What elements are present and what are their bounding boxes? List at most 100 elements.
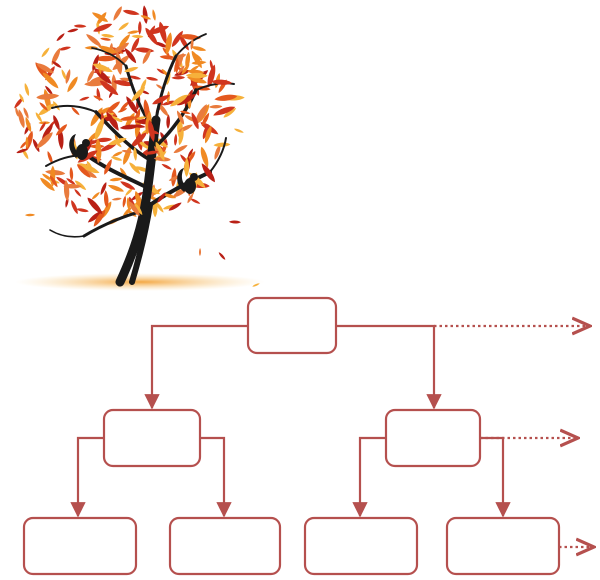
leaf-shape	[91, 191, 100, 200]
leaf-shape	[118, 22, 129, 31]
leaf-shape	[58, 46, 71, 51]
leaf-shape	[177, 65, 185, 75]
leaf-shape	[126, 96, 138, 114]
leaf-shape	[208, 105, 223, 109]
node-mid-left[interactable]	[102, 408, 202, 468]
leaf-shape	[234, 128, 244, 133]
leaf-shape	[213, 106, 236, 116]
leaf-shape	[96, 12, 107, 26]
leaf-shape	[107, 137, 127, 146]
leaf-shape	[32, 138, 40, 153]
leaf-shape	[158, 103, 169, 117]
leaf-shape	[145, 27, 158, 46]
leaf-shape	[168, 202, 182, 211]
leaf-shape	[178, 128, 184, 146]
leaf-shape	[119, 116, 136, 121]
leaf-shape	[113, 117, 118, 128]
leaf-shape	[148, 119, 155, 142]
leaf-shape	[42, 173, 53, 181]
leaf-shape	[119, 101, 130, 111]
leaf-shape	[95, 138, 102, 163]
leaf-shape	[94, 117, 104, 140]
leaf-shape	[174, 133, 178, 146]
leaf-shape	[77, 163, 100, 174]
node-leaf-1[interactable]	[22, 516, 138, 576]
leaf-shape	[200, 146, 209, 168]
leaf-shape	[175, 57, 179, 74]
leaf-shape	[86, 34, 102, 47]
leaf-shape	[171, 30, 183, 48]
node-leaf-2[interactable]	[168, 516, 282, 576]
leaf-shape	[93, 209, 106, 227]
leaf-shape	[252, 283, 260, 287]
leaf-shape	[191, 46, 207, 51]
leaf-shape	[87, 69, 95, 83]
connector-root-to-mid-left	[144, 324, 248, 410]
leaf-shape	[214, 94, 238, 101]
leaf-shape	[186, 76, 207, 84]
leaf-shape	[67, 76, 78, 93]
leaf-shape	[152, 9, 156, 21]
leaf-shape	[112, 151, 123, 157]
leaf-shape	[152, 95, 170, 105]
leaf-shape	[39, 102, 48, 111]
leaf-shape	[162, 193, 177, 199]
leaf-shape	[16, 148, 28, 154]
leaf-shape	[77, 164, 91, 178]
leaf-shape	[144, 150, 159, 155]
leaf-shape	[134, 47, 155, 53]
leaf-shape	[15, 106, 19, 117]
leaf-shape	[36, 93, 60, 100]
node-leaf-3[interactable]	[303, 516, 419, 576]
leaf-shape	[105, 101, 120, 114]
leaf-shape	[195, 104, 207, 125]
leaf-shape	[161, 100, 176, 106]
leaf-shape	[25, 136, 29, 149]
leaf-shape	[94, 55, 118, 62]
leaf-shape	[173, 145, 188, 153]
connector-mid-right-to-leaf-4	[480, 436, 511, 518]
leaf-shape	[65, 68, 71, 84]
leaf-shape	[117, 108, 128, 113]
leaf-shape	[166, 114, 170, 129]
leaf-shape	[201, 163, 215, 183]
leaf-shape	[159, 21, 167, 44]
leaf-shape	[36, 63, 54, 74]
connector-mid-left-to-leaf-1	[70, 436, 104, 518]
leaf-shape	[98, 45, 118, 54]
tree-trunk	[45, 33, 235, 287]
leaf-shape	[74, 180, 87, 191]
leaf-shape	[127, 30, 139, 34]
leaf-shape	[191, 112, 199, 130]
hierarchy-diagram	[22, 296, 594, 576]
leaf-shape	[187, 193, 194, 204]
leaf-shape	[140, 15, 152, 20]
leaf-shape	[108, 185, 124, 192]
leaf-shape	[157, 192, 166, 203]
leaf-shape	[92, 63, 113, 72]
leaf-shape	[136, 116, 147, 120]
leaf-shape	[66, 178, 76, 185]
leaf-shape	[53, 115, 60, 131]
leaf-shape	[118, 34, 131, 48]
leaf-shape	[55, 124, 68, 136]
connector-root-to-mid-right	[336, 324, 442, 410]
leaf-shape	[209, 59, 214, 71]
leaf-shape	[204, 125, 212, 144]
leaf-shape	[124, 48, 137, 64]
leaf-shape	[155, 201, 164, 213]
node-leaf-4[interactable]	[445, 516, 561, 576]
leaf-shape	[93, 95, 104, 101]
leaf-shape	[122, 9, 140, 16]
node-mid-right[interactable]	[384, 408, 482, 468]
leaf-shape	[35, 112, 43, 123]
node-root[interactable]	[246, 296, 338, 355]
ground-glow	[15, 273, 265, 291]
leaf-shape	[61, 69, 67, 80]
leaf-shape	[51, 47, 61, 66]
leaf-shape	[161, 163, 172, 170]
leaf-shape	[41, 47, 50, 58]
leaf-shape	[67, 28, 79, 33]
autumn-tree-illustration	[14, 5, 265, 291]
